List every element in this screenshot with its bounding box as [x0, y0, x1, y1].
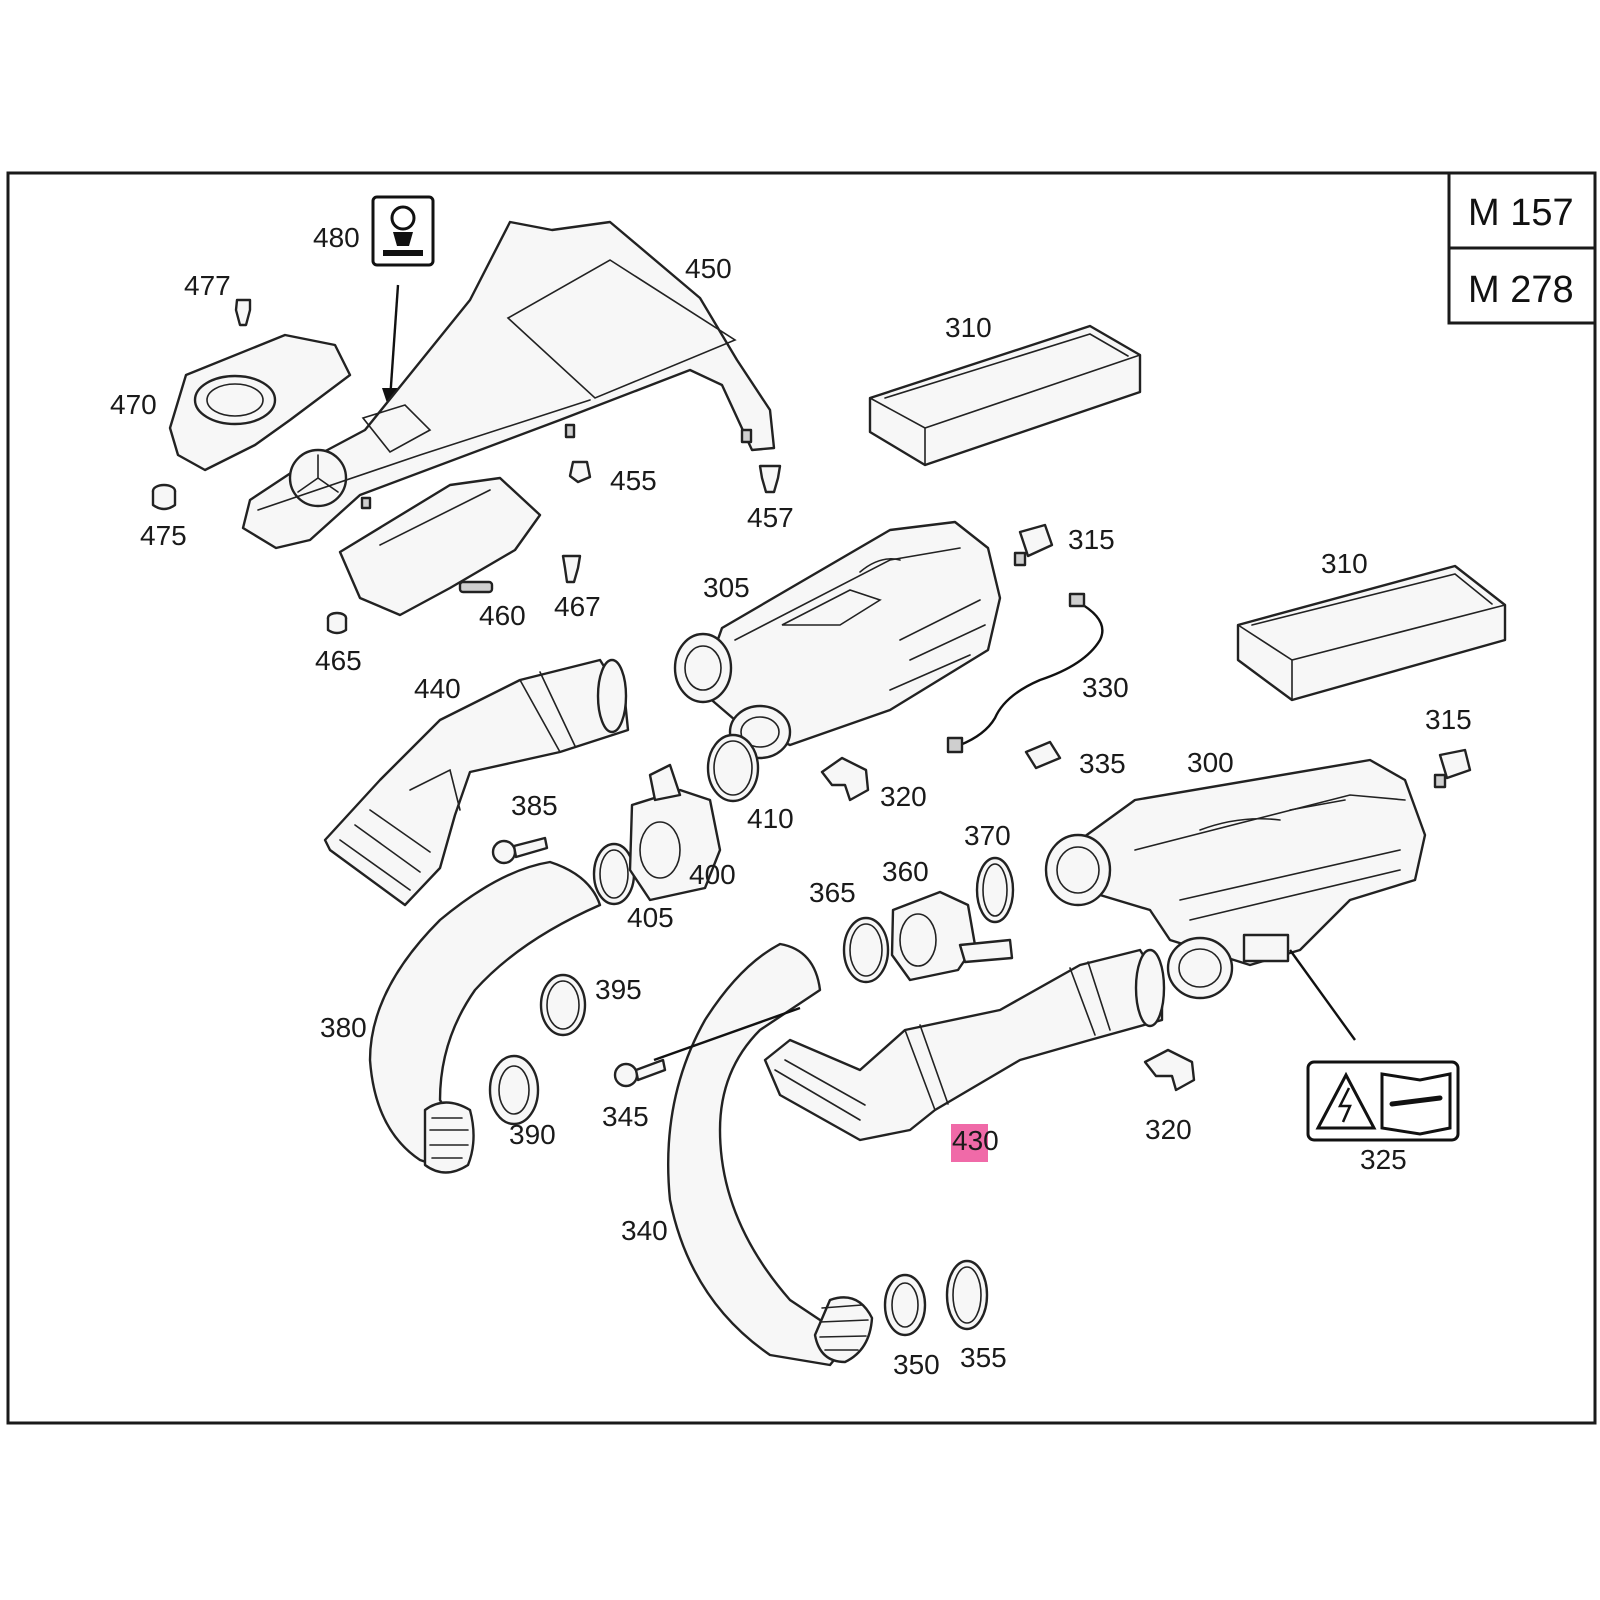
sensor-parts [1013, 523, 1472, 789]
fastener-parts [151, 298, 782, 635]
bolt-parts [491, 836, 667, 1088]
callout-470: 470 [110, 389, 157, 420]
callout-457: 457 [747, 502, 794, 533]
callout-440: 440 [414, 673, 461, 704]
inlet-duct-440-part [323, 658, 630, 907]
electrical-hazard-icon [1315, 1071, 1377, 1130]
callout-355: 355 [960, 1342, 1007, 1373]
callout-460: 460 [479, 600, 526, 631]
callout-385: 385 [511, 790, 558, 821]
retaining-clip-parts [820, 756, 1196, 1092]
callout-390: 390 [509, 1119, 556, 1150]
callout-455: 455 [610, 465, 657, 496]
callout-360: 360 [882, 856, 929, 887]
intake-duct-430-part [763, 948, 1166, 1142]
callout-410: 410 [747, 803, 794, 834]
callout-320-upper: 320 [880, 781, 927, 812]
highlight-marker [951, 1124, 988, 1162]
wiring-harness-part [946, 592, 1104, 754]
hose-clamp-parts [488, 733, 1015, 1337]
engine-cover-part [241, 220, 776, 550]
callout-480: 480 [313, 222, 360, 253]
callout-450: 450 [685, 253, 732, 284]
callout-380: 380 [320, 1012, 367, 1043]
callout-315-upper: 315 [1068, 524, 1115, 555]
callout-340: 340 [621, 1215, 668, 1246]
callout-477: 477 [184, 270, 231, 301]
callout-310-upper: 310 [945, 312, 992, 343]
callout-475: 475 [140, 520, 187, 551]
cover-cap-part [168, 333, 352, 472]
hose-340-part [653, 942, 874, 1367]
clip-part-335 [1024, 740, 1062, 770]
callout-325: 325 [1360, 1144, 1407, 1175]
engine-code-2: M 278 [1468, 269, 1574, 311]
callout-350: 350 [893, 1349, 940, 1380]
callout-430: 430 [952, 1125, 999, 1156]
callout-465: 465 [315, 645, 362, 676]
callout-405: 405 [627, 902, 674, 933]
warning-label-part [1306, 1060, 1460, 1142]
service-manual-icon [1380, 1072, 1452, 1136]
callout-467: 467 [554, 591, 601, 622]
diagram-frame [6, 171, 1597, 1425]
engine-code-1: M 157 [1468, 192, 1574, 234]
callout-330: 330 [1082, 672, 1129, 703]
callout-345: 345 [602, 1101, 649, 1132]
hose-380-part [368, 860, 602, 1174]
air-duct-cover-part [338, 476, 542, 617]
callout-310-lower: 310 [1321, 548, 1368, 579]
callout-365: 365 [809, 877, 856, 908]
engine-code-box: M 157 M 278 [1447, 171, 1597, 325]
callout-370: 370 [964, 820, 1011, 851]
callout-300: 300 [1187, 747, 1234, 778]
callout-labels: 480 477 450 470 475 455 457 310 310 315 … [110, 222, 1472, 1380]
callout-400: 400 [689, 859, 736, 890]
air-filter-housing-left-part [673, 520, 1002, 760]
air-filter-housing-right-part [1044, 758, 1427, 1041]
air-flow-sensor-parts [628, 763, 1014, 982]
callout-335: 335 [1079, 748, 1126, 779]
callout-395: 395 [595, 974, 642, 1005]
air-filter-part-upper [868, 324, 1142, 467]
callout-305: 305 [703, 572, 750, 603]
air-filter-part-lower [1236, 564, 1507, 702]
callout-320-lower: 320 [1145, 1114, 1192, 1145]
callout-315-lower: 315 [1425, 704, 1472, 735]
